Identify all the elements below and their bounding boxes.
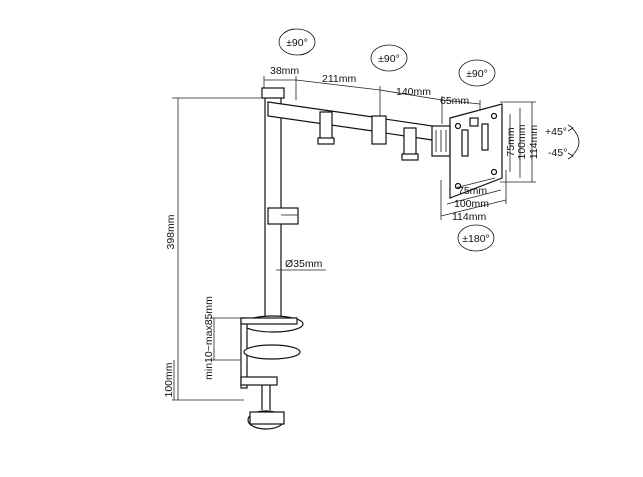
dim-arm-second: 140mm [396,86,431,98]
tilt-indicator [567,124,580,160]
desk-clamp [240,315,304,430]
arm-joint [431,125,451,157]
badge-label: ±90° [466,68,488,80]
tilt-up-label: +45° [545,126,567,138]
vesa-plate [449,103,503,199]
dim-vesa-114-height: 114mm [528,125,540,159]
clamp-dimension-lines [173,317,244,400]
rotation-badge-pole-top: ±90° [278,28,316,56]
dim-pole-diameter: Ø35mm [285,258,323,270]
dim-vesa-100-width: 100mm [454,198,489,210]
badge-label: ±90° [378,53,400,65]
tilt-down-label: -45° [548,147,567,159]
dim-clamp-range: min10~max85mm [203,296,215,380]
dim-vesa-75-height: 75mm [505,127,517,156]
dim-clamp-height: 100mm [163,362,175,397]
dim-arm-first: 211mm [322,73,356,85]
rotation-badge-head-bottom: ±180° [457,224,495,252]
dim-vesa-75-width: 75mm [458,185,487,197]
vesa-width-dimensions [440,170,507,220]
dim-pole-offset: 38mm [270,65,299,77]
rotation-badge-arm-mid: ±90° [370,44,408,72]
dim-vesa-100-height: 100mm [516,124,528,159]
height-dimension-line [172,97,262,401]
arm-second-segment [371,115,447,161]
pole [261,87,299,325]
dim-head-depth: 65mm [440,95,469,107]
badge-label: ±90° [286,37,308,49]
vesa-height-dimensions [500,101,536,183]
dim-vesa-114-width: 114mm [452,211,486,223]
dim-pole-height: 398mm [165,214,177,249]
arm-first-segment [267,101,381,145]
rotation-badge-head-top: ±90° [458,59,496,87]
badge-label: ±180° [462,233,489,245]
